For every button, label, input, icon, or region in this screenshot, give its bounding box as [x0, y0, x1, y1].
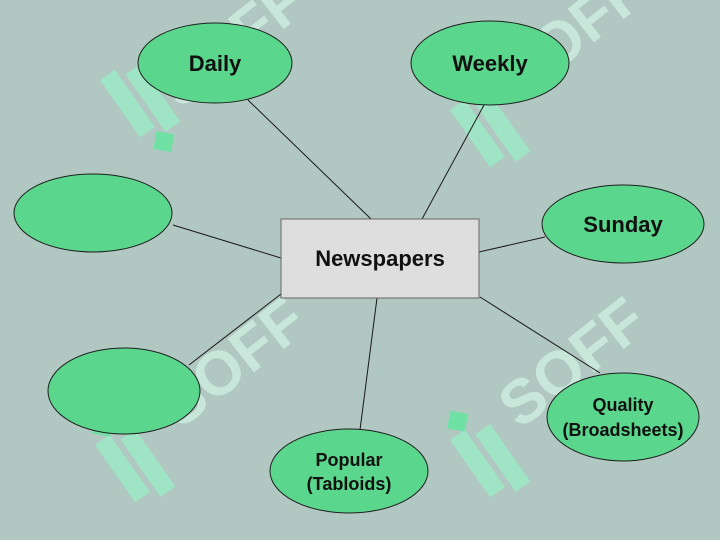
blank-bottom-left-oval	[47, 347, 201, 435]
daily-label: Daily	[189, 51, 242, 76]
quality-oval	[546, 372, 700, 462]
connector-blank-bottom-left	[188, 293, 282, 366]
popular-label-line2: (Tabloids)	[307, 474, 392, 494]
popular-label-line1: Popular	[315, 450, 382, 470]
connector-popular	[359, 297, 378, 431]
sunday-label: Sunday	[583, 212, 663, 237]
watermark-logo-icon	[447, 410, 531, 498]
connector-weekly	[421, 104, 485, 220]
connector-quality	[479, 296, 601, 374]
center-node: Newspapers	[280, 218, 480, 299]
weekly-oval	[410, 20, 570, 106]
connector-blank-left	[172, 224, 282, 259]
watermark-logo-icon	[100, 64, 181, 152]
node-weekly: Weekly	[410, 20, 570, 106]
popular-oval	[269, 428, 429, 514]
quality-label-line1: Quality	[592, 395, 653, 415]
weekly-label: Weekly	[452, 51, 528, 76]
node-quality: Quality (Broadsheets)	[546, 372, 700, 462]
center-box	[280, 218, 480, 299]
center-label: Newspapers	[315, 246, 445, 271]
node-blank-left	[13, 173, 173, 253]
quality-label-line2: (Broadsheets)	[562, 420, 683, 440]
node-blank-bottom-left	[47, 347, 201, 435]
connectors	[172, 99, 601, 431]
node-sunday: Sunday	[541, 184, 705, 264]
daily-oval	[137, 22, 293, 104]
connector-sunday	[478, 236, 546, 253]
blank-left-oval	[13, 173, 173, 253]
sunday-oval	[541, 184, 705, 264]
node-popular: Popular (Tabloids)	[269, 428, 429, 514]
node-daily: Daily	[137, 22, 293, 104]
connector-daily	[247, 99, 372, 220]
